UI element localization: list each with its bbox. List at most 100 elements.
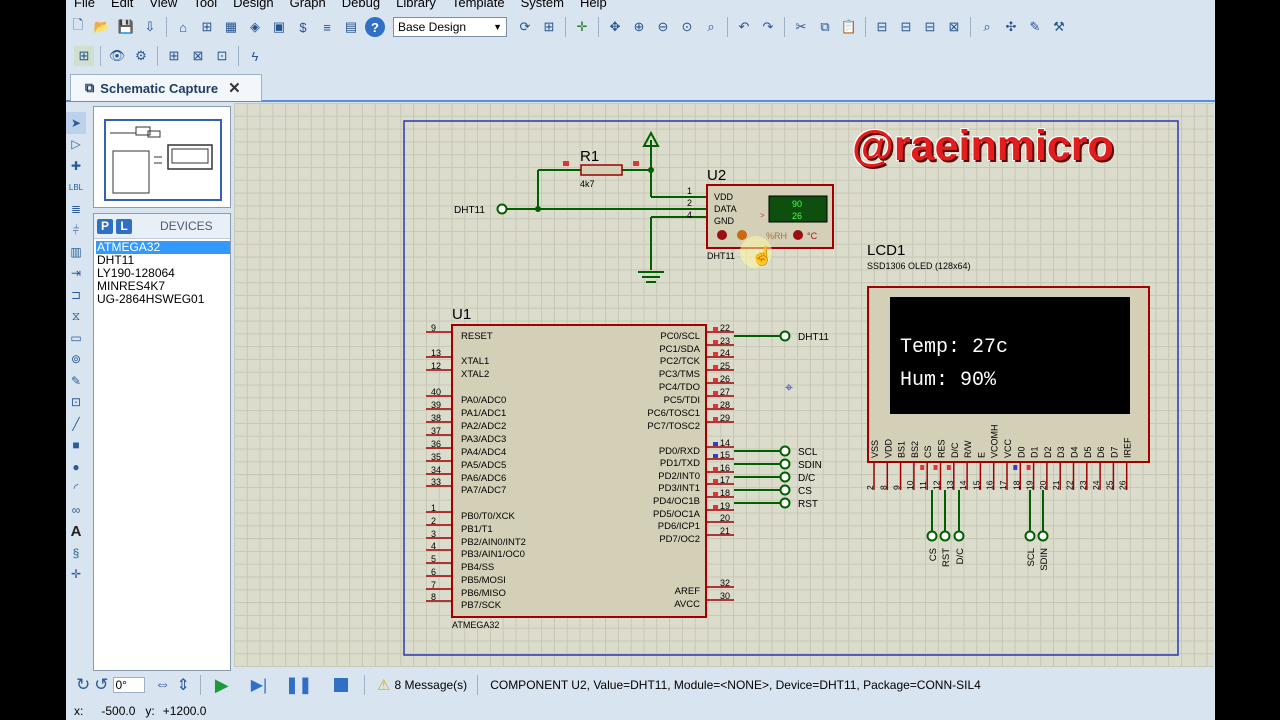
circle-tool-icon[interactable]: ● <box>72 459 80 474</box>
generator-mode-icon[interactable]: ⊚ <box>70 352 82 367</box>
package-tool-icon[interactable]: ✎ <box>1029 19 1041 34</box>
warning-icon[interactable]: ⚠ <box>377 677 391 694</box>
tape-recorder-icon[interactable]: ▭ <box>70 330 82 345</box>
pin-name: D2 <box>1043 446 1053 458</box>
marker-tool-icon[interactable]: ✛ <box>70 567 82 582</box>
remove-sheet-icon[interactable]: ⊠ <box>192 48 204 63</box>
wire-label-mode-icon[interactable]: LBL <box>68 182 84 192</box>
zoom-area-icon[interactable]: ⌕ <box>707 19 715 34</box>
zoom-out-icon[interactable]: ⊖ <box>657 19 669 34</box>
device-item[interactable]: UG-2864HSWEG01 <box>97 292 205 306</box>
zoom-in-icon[interactable]: ⊕ <box>633 19 645 34</box>
path-tool-icon[interactable]: ∞ <box>71 502 81 517</box>
property-assign-icon[interactable]: ⚙ <box>135 48 147 63</box>
redo-icon[interactable]: ↷ <box>762 19 774 34</box>
new-sheet-icon[interactable]: ⊞ <box>168 48 180 63</box>
block-rotate-icon[interactable]: ⊟ <box>924 19 936 34</box>
rotate-ccw-icon[interactable]: ↺ <box>94 675 109 694</box>
tab-schematic-capture[interactable]: ⧉ Schematic Capture ✕ <box>70 74 262 101</box>
block-copy-icon[interactable]: ⊟ <box>876 19 888 34</box>
device-item[interactable]: ATMEGA32 <box>96 241 230 254</box>
paste-icon[interactable]: 📋 <box>840 19 858 34</box>
help-icon[interactable]: ? <box>365 17 385 37</box>
decompose-icon[interactable]: ⚒ <box>1053 19 1065 34</box>
import-icon[interactable]: ⇩ <box>144 19 156 34</box>
menu-template[interactable]: Template <box>451 0 505 10</box>
electrical-rule-check-icon[interactable]: ϟ <box>251 48 259 64</box>
menu-library[interactable]: Library <box>396 0 436 10</box>
device-item[interactable]: LY190-128064 <box>97 266 175 280</box>
step-icon[interactable]: ▶| <box>250 677 268 694</box>
text-tool-icon[interactable]: A <box>70 522 82 540</box>
box-tool-icon[interactable]: ■ <box>72 438 80 453</box>
save-icon[interactable]: 💾 <box>117 19 135 34</box>
make-device-icon[interactable]: ✣ <box>1005 19 1017 34</box>
rotation-value[interactable]: 0° <box>112 677 145 693</box>
block-move-icon[interactable]: ⊟ <box>900 19 912 34</box>
origin-icon[interactable]: ✛ <box>576 19 588 34</box>
menu-system[interactable]: System <box>520 0 564 10</box>
mirror-vertical-icon[interactable]: ⇕ <box>176 677 190 694</box>
line-tool-icon[interactable]: ╱ <box>72 416 80 431</box>
pick-device-icon[interactable]: ⌕ <box>983 19 991 34</box>
search-icon[interactable]: 👁 <box>108 48 126 63</box>
wire-autorouter-icon[interactable]: ⊞ <box>74 46 94 66</box>
device-item[interactable]: DHT11 <box>97 253 135 267</box>
device-item[interactable]: MINRES4K7 <box>97 279 166 293</box>
close-icon[interactable]: ✕ <box>228 80 241 97</box>
menu-debug[interactable]: Debug <box>341 0 381 10</box>
pin-mode-icon[interactable]: ⊐ <box>70 287 82 302</box>
menu-design[interactable]: Design <box>233 0 274 10</box>
junction-mode-icon[interactable]: ✚ <box>70 158 82 173</box>
goto-sheet-icon[interactable]: ⊡ <box>216 48 228 63</box>
cut-icon[interactable]: ✂ <box>795 19 807 34</box>
new-file-icon[interactable]: 🗋 <box>72 17 84 32</box>
select-mode-icon[interactable]: ➤ <box>66 112 86 134</box>
pause-icon[interactable]: ❚❚ <box>285 677 313 694</box>
menu-file[interactable]: File <box>74 0 95 10</box>
3d-icon[interactable]: ◈ <box>250 19 260 34</box>
menu-view[interactable]: View <box>149 0 178 10</box>
layer-select[interactable]: Base Design▼ <box>393 17 507 37</box>
text-script-mode-icon[interactable]: ≣ <box>70 201 82 216</box>
rotate-cw-icon[interactable]: ↻ <box>76 675 91 694</box>
message-count[interactable]: 8 Message(s) <box>394 678 468 692</box>
bom-icon[interactable]: $ <box>299 19 307 35</box>
zoom-all-icon[interactable]: ⊙ <box>681 19 693 34</box>
overview-preview[interactable] <box>93 106 231 208</box>
block-delete-icon[interactable]: ⊠ <box>948 19 960 34</box>
probe-mode-icon[interactable]: ✎ <box>70 373 82 388</box>
home-icon[interactable]: ⌂ <box>179 19 187 35</box>
refresh-icon[interactable]: ⟳ <box>519 19 531 34</box>
source-icon[interactable]: ▤ <box>344 19 358 34</box>
instrument-mode-icon[interactable]: ⊡ <box>70 395 82 410</box>
stop-icon[interactable] <box>334 678 349 692</box>
library-manager-button[interactable]: L <box>116 218 132 234</box>
open-folder-icon[interactable]: 📂 <box>93 19 111 34</box>
graph-mode-icon[interactable]: ⧖ <box>71 308 81 323</box>
arc-tool-icon[interactable]: ◜ <box>73 481 79 496</box>
menu-tool[interactable]: Tool <box>193 0 218 10</box>
menu-help[interactable]: Help <box>579 0 607 10</box>
pan-icon[interactable]: ✥ <box>609 19 621 34</box>
gerber-icon[interactable]: ▣ <box>272 19 286 34</box>
undo-icon[interactable]: ↶ <box>738 19 750 34</box>
schematic-icon[interactable]: ⊞ <box>201 19 213 34</box>
menu-graph[interactable]: Graph <box>289 0 326 10</box>
mirror-horizontal-icon[interactable]: ⇔ <box>154 676 171 693</box>
pcb-icon[interactable]: ▦ <box>224 19 238 34</box>
subcircuit-mode-icon[interactable]: ▥ <box>70 244 82 259</box>
net-terminal <box>1024 530 1036 542</box>
component-mode-icon[interactable]: ▷ <box>71 137 81 152</box>
schematic-drawing[interactable]: R14k7DHT11U21VDD2DATA4GND9026>%RH°CDHT11… <box>234 103 1214 667</box>
notes-icon[interactable]: ≡ <box>323 19 331 35</box>
symbol-tool-icon[interactable]: § <box>72 545 80 560</box>
pick-devices-button[interactable]: P <box>97 218 113 234</box>
terminal-mode-icon[interactable]: ⇥ <box>70 266 82 281</box>
copy-icon[interactable]: ⧉ <box>820 19 830 34</box>
grid-icon[interactable]: ⊞ <box>543 19 555 34</box>
bus-mode-icon[interactable]: ⫩ <box>72 222 80 237</box>
menu-edit[interactable]: Edit <box>110 0 134 10</box>
play-icon[interactable]: ▶ <box>214 674 229 695</box>
